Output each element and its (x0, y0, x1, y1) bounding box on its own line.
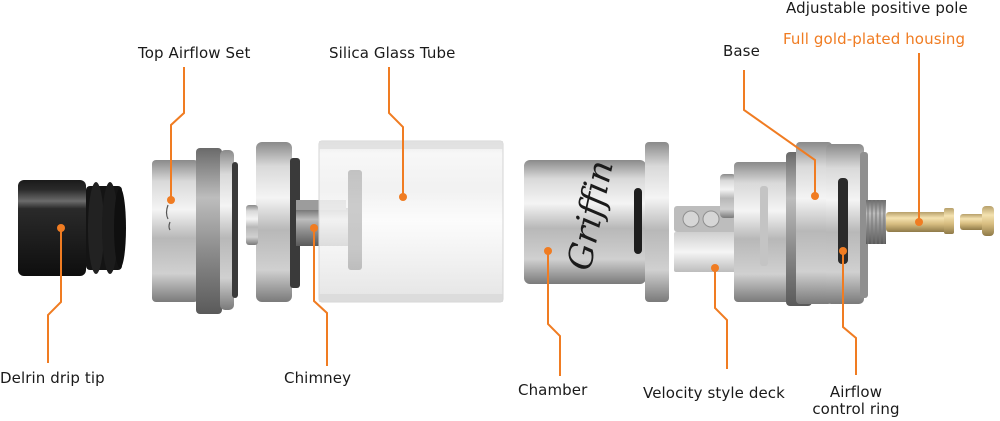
chamber-part: Griffin (524, 142, 669, 302)
leader-base (743, 70, 816, 196)
leader-airflow-ring (842, 251, 857, 375)
positive-pole-part (866, 200, 994, 244)
leader-glass-tube (388, 67, 404, 197)
label-adjustable-positive-pole: Adjustable positive pole (786, 0, 968, 17)
label-delrin-drip-tip: Delrin drip tip (0, 369, 105, 387)
leader-top-airflow (170, 67, 185, 200)
label-top-airflow-set: Top Airflow Set (138, 44, 251, 62)
label-gold-housing: Full gold-plated housing (783, 30, 966, 48)
label-chimney: Chimney (284, 369, 352, 387)
label-airflow-control-ring: Airflow control ring (808, 384, 904, 418)
leader-chamber (547, 251, 561, 376)
leader-deck (714, 268, 728, 369)
leader-drip-tip (47, 228, 62, 363)
label-silica-glass-tube: Silica Glass Tube (329, 44, 456, 62)
glass-tube-part (318, 140, 504, 303)
drip-tip-part (18, 180, 126, 276)
leader-dots (57, 192, 923, 272)
leader-lines (47, 53, 920, 376)
label-chamber: Chamber (518, 381, 588, 399)
airflow-ring-part (826, 144, 868, 304)
leader-chimney (313, 228, 328, 366)
label-airflow-line2: control ring (812, 400, 900, 418)
top-airflow-part (152, 148, 238, 314)
label-velocity-style-deck: Velocity style deck (643, 384, 785, 402)
label-base: Base (723, 42, 760, 60)
label-airflow-line1: Airflow (829, 383, 883, 401)
base-part (720, 142, 832, 306)
